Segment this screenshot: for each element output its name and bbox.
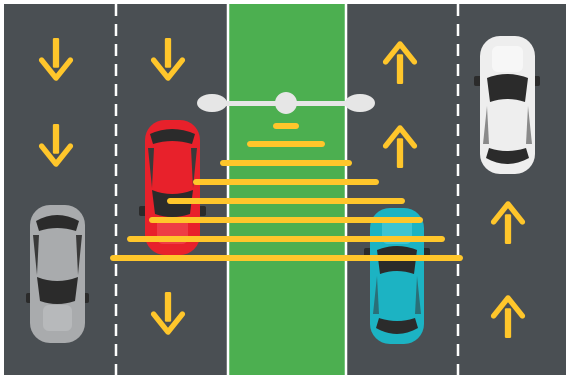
overhead-sensor [197, 92, 375, 114]
red-car [139, 120, 206, 255]
grey-car [26, 205, 89, 343]
sensor-end-right [345, 94, 375, 112]
sensor-hub [275, 92, 297, 114]
sensor-beams [110, 123, 463, 261]
teal-car [364, 208, 430, 344]
sensor-end-left [197, 94, 227, 112]
median-strip [228, 4, 346, 375]
white-car [474, 36, 540, 174]
